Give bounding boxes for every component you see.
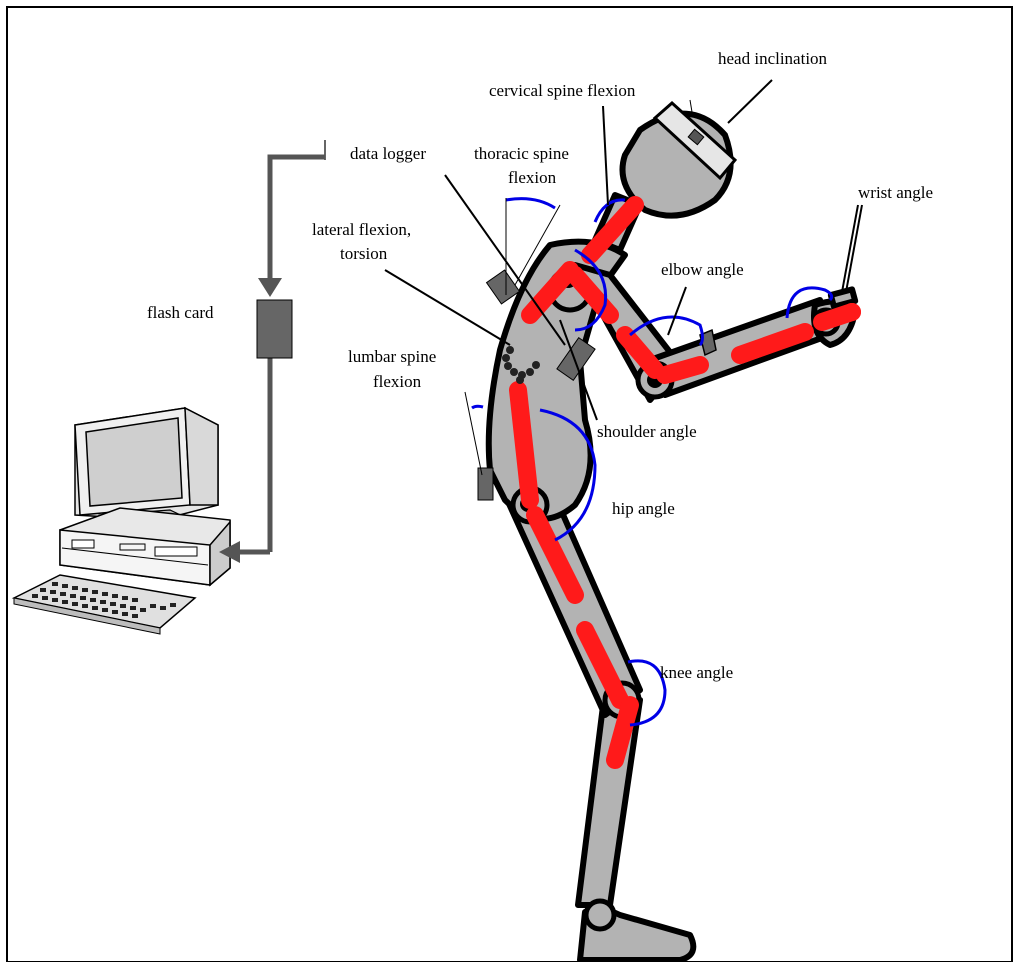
label-wrist-angle: wrist angle bbox=[858, 183, 933, 202]
label-lumbar-spine-2: flexion bbox=[373, 372, 422, 391]
label-cervical-spine-flexion: cervical spine flexion bbox=[489, 81, 636, 100]
label-shoulder-angle: shoulder angle bbox=[597, 422, 697, 441]
label-lateral-flexion-1: lateral flexion, bbox=[312, 220, 411, 239]
label-thoracic-spine-2: flexion bbox=[508, 168, 557, 187]
label-hip-angle: hip angle bbox=[612, 499, 675, 518]
label-data-logger: data logger bbox=[350, 144, 426, 163]
label-head-inclination: head inclination bbox=[718, 49, 828, 68]
label-thoracic-spine-1: thoracic spine bbox=[474, 144, 569, 163]
wrist-segment bbox=[843, 303, 861, 321]
flash-card-icon bbox=[257, 300, 292, 358]
label-knee-angle: knee angle bbox=[660, 663, 733, 682]
label-lateral-flexion-2: torsion bbox=[340, 244, 388, 263]
label-flash-card: flash card bbox=[147, 303, 214, 322]
label-lumbar-spine-1: lumbar spine bbox=[348, 347, 436, 366]
label-elbow-angle: elbow angle bbox=[661, 260, 744, 279]
computer-icon bbox=[60, 408, 230, 585]
